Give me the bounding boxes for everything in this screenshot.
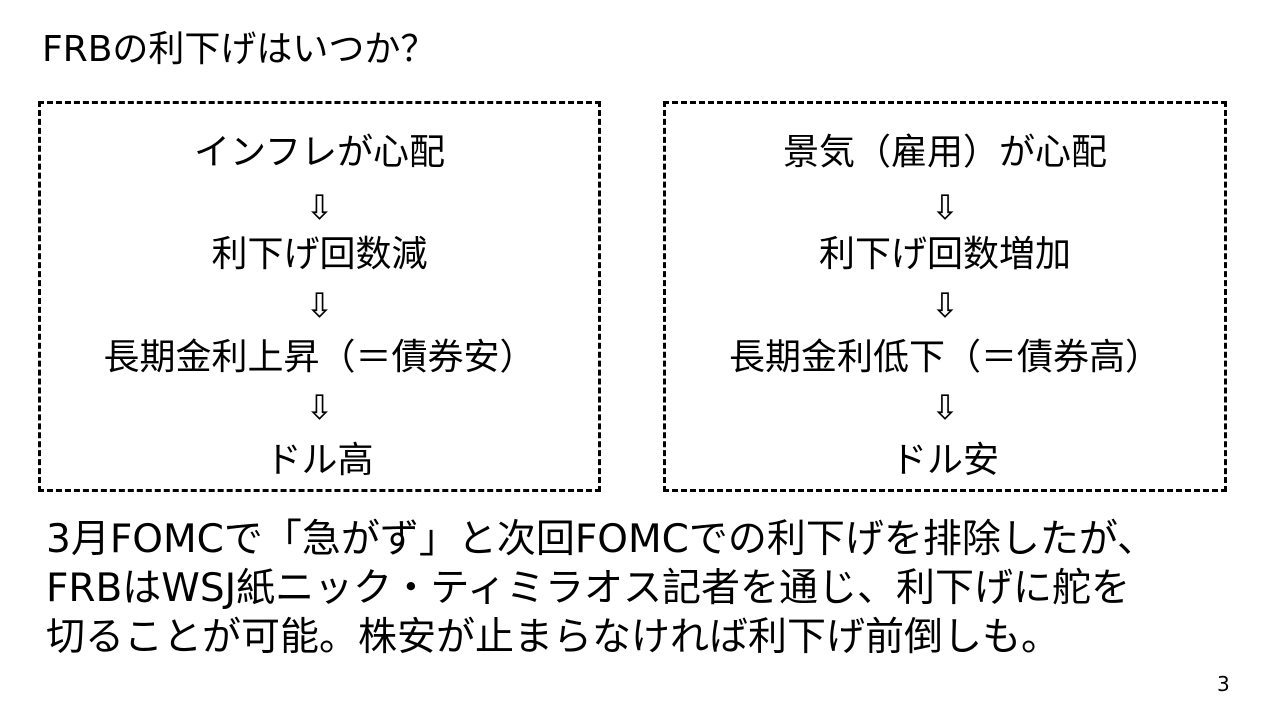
down-arrow-icon: ⇩ [930, 388, 960, 428]
commentary-line: FRBはWSJ紙ニック・ティミラオス記者を通じ、利下げに舵を [46, 566, 1130, 611]
scenario-result: ドル安 [890, 440, 999, 481]
scenario-step: 長期金利低下（＝債券高） [728, 337, 1161, 378]
scenario-result: ドル高 [265, 440, 374, 481]
inflation-scenario-box: インフレが心配 ⇩ 利下げ回数減 ⇩ 長期金利上昇（＝債券安） ⇩ ドル高 [38, 101, 601, 492]
down-arrow-icon: ⇩ [305, 388, 334, 428]
scenario-cause: インフレが心配 [194, 132, 445, 173]
down-arrow-icon: ⇩ [930, 188, 960, 228]
employment-scenario-box: 景気（雇用）が心配 ⇩ 利下げ回数増加 ⇩ 長期金利低下（＝債券高） ⇩ ドル安 [663, 101, 1227, 492]
commentary-line: 3月FOMCで「急がず」と次回FOMCでの利下げを排除したが、 [46, 517, 1157, 562]
scenario-cause: 景気（雇用）が心配 [782, 132, 1107, 173]
commentary-text: 3月FOMCで「急がず」と次回FOMCでの利下げを排除したが、 FRBはWSJ紙… [46, 515, 1156, 662]
scenario-step: 利下げ回数増加 [818, 234, 1071, 275]
slide-title: FRBの利下げはいつか？ [42, 29, 437, 70]
down-arrow-icon: ⇩ [305, 286, 334, 326]
commentary-line: 切ることが可能。株安が止まらなければ利下げ前倒しも。 [46, 615, 1061, 660]
scenario-step: 長期金利上昇（＝債券安） [103, 337, 536, 378]
down-arrow-icon: ⇩ [930, 286, 960, 326]
down-arrow-icon: ⇩ [305, 188, 334, 228]
scenario-step: 利下げ回数減 [211, 234, 428, 275]
page-number: 3 [1217, 672, 1230, 696]
